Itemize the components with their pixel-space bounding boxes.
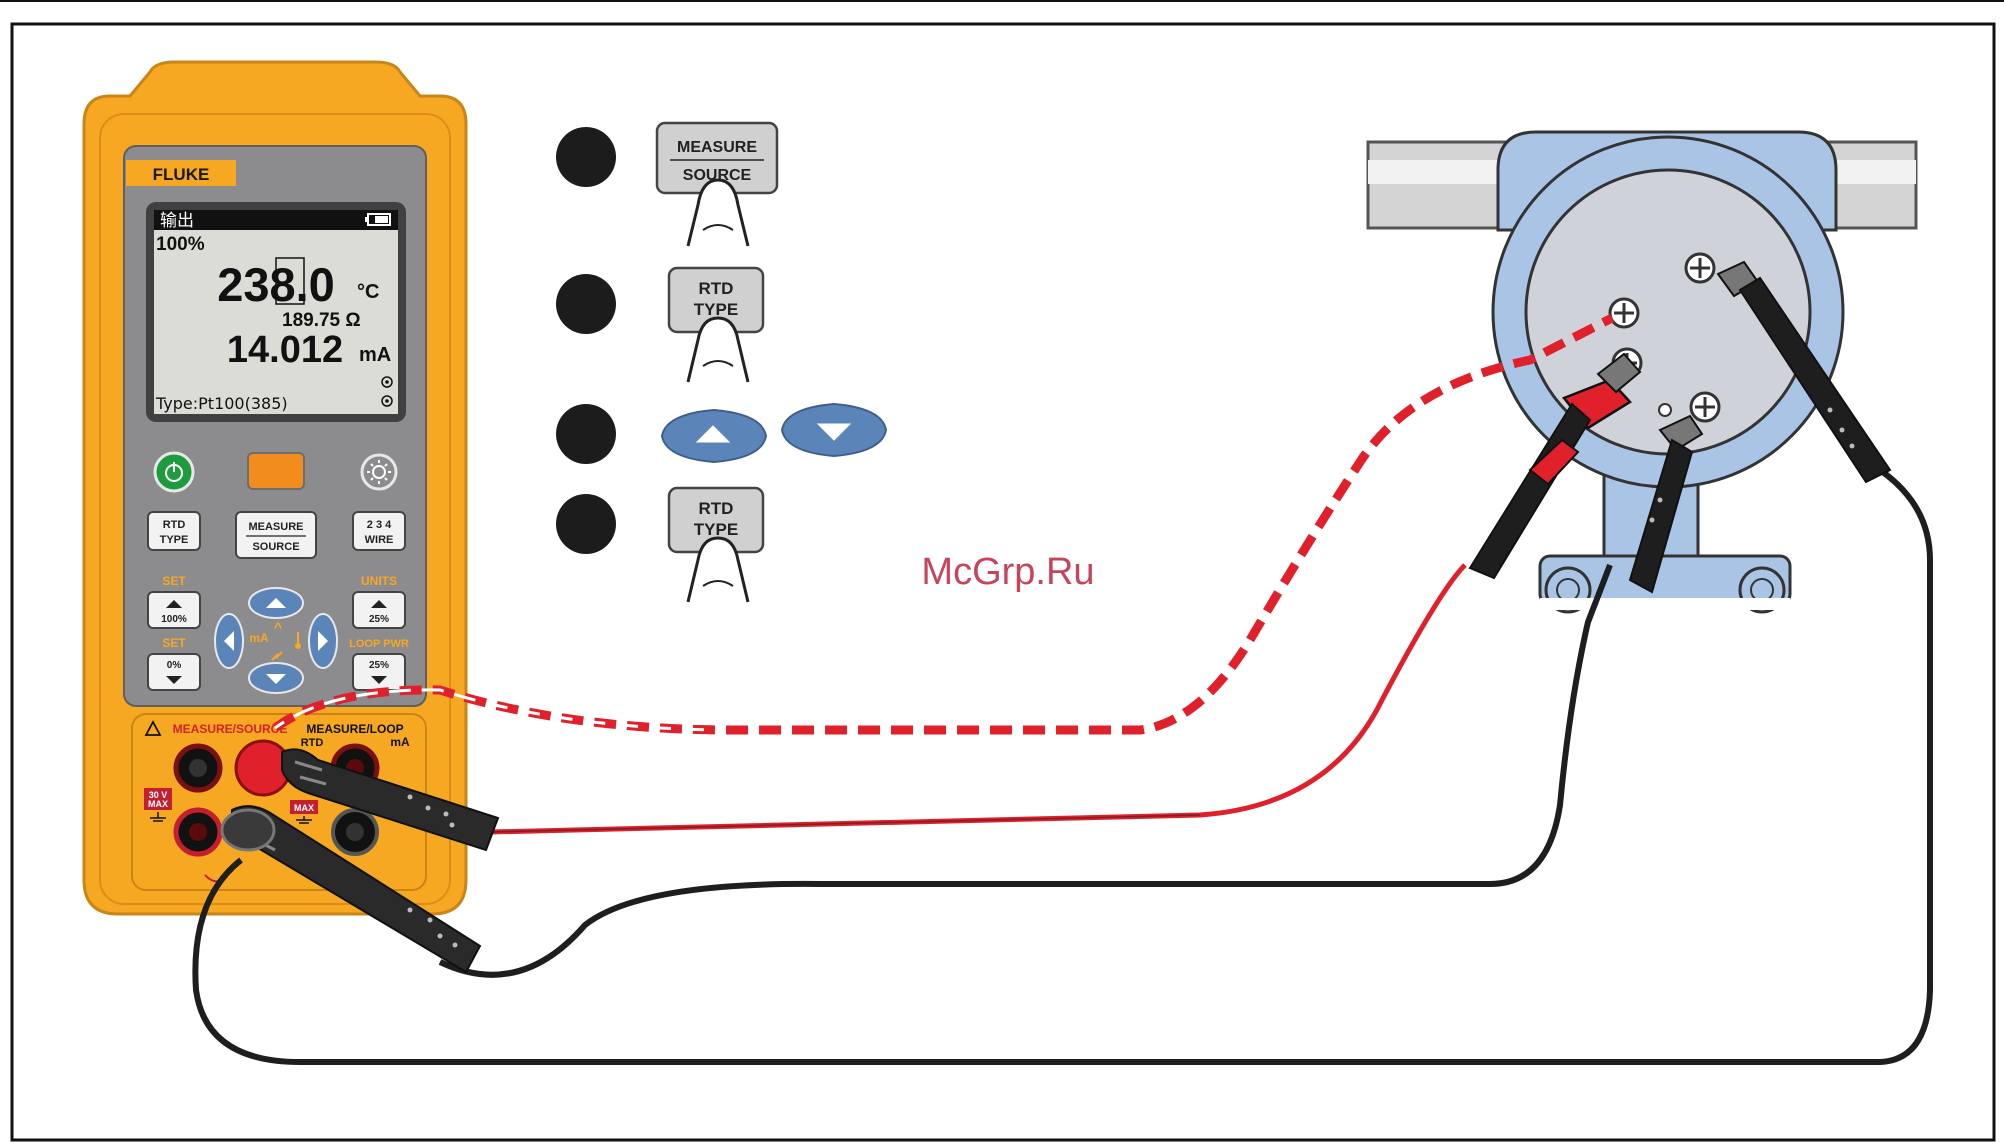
lcd-temperature-unit: °C: [357, 281, 379, 303]
rtd-type-key[interactable]: RTD TYPE: [148, 512, 200, 550]
black-plug-boot: [222, 810, 274, 850]
svg-text:RTD: RTD: [699, 499, 734, 518]
svg-text:0%: 0%: [167, 660, 182, 671]
loop-pwr-key[interactable]: 25%: [353, 654, 405, 690]
measure-loop-label: MEASURE/LOOP: [306, 722, 403, 736]
units-key[interactable]: 25%: [353, 592, 405, 628]
svg-text:100%: 100%: [161, 614, 187, 625]
svg-text:MAX: MAX: [148, 799, 168, 809]
set-0-key[interactable]: 0%: [148, 654, 200, 690]
rtd-terminal-label: RTD: [301, 737, 324, 749]
set-bottom-label: SET: [162, 636, 186, 650]
terminal-screw-icon: [1686, 254, 1714, 282]
fluke-logo-text: FLUKE: [153, 165, 210, 184]
terminal-screw-icon: [1610, 299, 1638, 327]
watermark: McGrp.Ru: [921, 551, 1094, 593]
nav-up-key[interactable]: [249, 588, 303, 618]
set-label: SET: [162, 574, 186, 588]
step-bullet: [556, 404, 616, 464]
ma-terminal-label: mA: [390, 735, 410, 749]
loop-pwr-label: LOOP PWR: [349, 638, 409, 650]
nav-ma-label: mA: [249, 631, 269, 645]
measure-source-label: MEASURE/SOURCE: [173, 722, 288, 736]
set-100-key[interactable]: 100%: [148, 592, 200, 628]
step-bullet: [556, 127, 616, 187]
terminal-screw-icon: [1691, 393, 1719, 421]
step-3-up-arrow-key: [662, 410, 766, 462]
caret-up-icon: ^: [274, 619, 282, 635]
svg-text:MEASURE: MEASURE: [248, 521, 303, 533]
svg-text:SOURCE: SOURCE: [252, 541, 299, 553]
svg-text:RTD: RTD: [699, 279, 734, 298]
step-bullet: [556, 494, 616, 554]
jack-bottom-right[interactable]: [333, 810, 377, 854]
lcd-percent: 100%: [156, 234, 205, 255]
power-button[interactable]: [155, 453, 193, 491]
units-label: UNITS: [361, 574, 397, 588]
jack-top-left[interactable]: [176, 746, 220, 790]
lcd-type-line: Type:Pt100(385): [155, 394, 288, 413]
svg-text:WIRE: WIRE: [365, 534, 394, 546]
svg-text:TYPE: TYPE: [694, 300, 738, 319]
svg-text:TYPE: TYPE: [694, 520, 738, 539]
nav-left-key[interactable]: [215, 614, 243, 668]
svg-text:MAX: MAX: [294, 803, 314, 813]
backlight-button[interactable]: [362, 455, 396, 489]
lcd-current-unit: mA: [359, 344, 391, 366]
svg-text:25%: 25%: [369, 660, 389, 671]
svg-text:TYPE: TYPE: [160, 534, 189, 546]
nav-right-key[interactable]: [309, 614, 337, 668]
wire-key[interactable]: 2 3 4 WIRE: [353, 512, 405, 550]
measure-source-key[interactable]: MEASURE SOURCE: [236, 512, 316, 558]
svg-text:MEASURE: MEASURE: [677, 139, 757, 156]
svg-text:RTD: RTD: [163, 519, 186, 531]
lcd-current-value: 14.012: [227, 329, 343, 371]
jack-bottom-left[interactable]: [176, 810, 220, 854]
nav-down-key[interactable]: [249, 663, 303, 693]
svg-text:25%: 25%: [369, 614, 389, 625]
lcd-header-label: 输出: [160, 211, 194, 231]
step-3-down-arrow-key: [782, 404, 886, 456]
step-bullet: [556, 274, 616, 334]
lcd-resistance: 189.75 Ω: [282, 310, 361, 331]
svg-text:2 3 4: 2 3 4: [367, 519, 392, 531]
orange-function-button[interactable]: [248, 453, 304, 489]
